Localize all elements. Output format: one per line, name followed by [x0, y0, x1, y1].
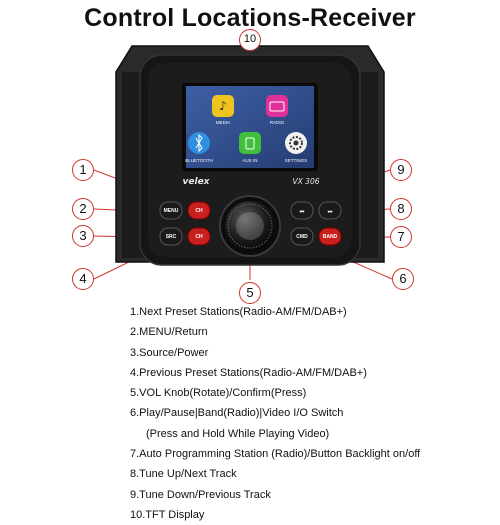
- svg-text:CH: CH: [195, 234, 203, 240]
- callout-5: 5: [239, 282, 261, 304]
- legend-item: 8.Tune Up/Next Track: [130, 468, 237, 481]
- svg-text:CH: CH: [195, 208, 203, 214]
- tile-label-settings: SETTINGS: [285, 158, 308, 163]
- radio-icon: [269, 101, 285, 112]
- callout-9: 9: [390, 159, 412, 181]
- page-title: Control Locations-Receiver: [84, 4, 416, 32]
- legend-item: 9.Tune Down/Previous Track: [130, 488, 271, 501]
- callout-2: 2: [72, 198, 94, 220]
- volume-knob[interactable]: [219, 195, 281, 257]
- svg-text:⏭: ⏭: [328, 209, 333, 215]
- screen-tile-settings: [285, 132, 307, 154]
- tile-label-media: MEDIA: [216, 120, 230, 125]
- legend-item: 4.Previous Preset Stations(Radio-AM/FM/D…: [130, 366, 367, 379]
- legend-list: 1.Next Preset Stations(Radio-AM/FM/DAB+)…: [130, 302, 490, 525]
- ch-up-button[interactable]: CH: [187, 201, 211, 220]
- model-label: VX 306: [293, 177, 320, 186]
- screen-tile-bluetooth: [188, 132, 210, 154]
- screen-tile-aux-in: [239, 132, 261, 154]
- tile-label-aux: AUX IN: [242, 158, 257, 163]
- callout-3: 3: [72, 225, 94, 247]
- screen-tile-media: ♪: [212, 95, 234, 117]
- callout-4: 4: [72, 268, 94, 290]
- legend-item-note: (Press and Hold While Playing Video): [146, 427, 330, 440]
- aux-plug-icon: [245, 137, 255, 150]
- svg-text:BAND: BAND: [323, 234, 338, 240]
- band-play-button[interactable]: BAND: [318, 227, 342, 246]
- tile-label-radio: RADIO: [270, 120, 285, 125]
- svg-text:⏮: ⏮: [300, 209, 305, 215]
- legend-item: 5.VOL Knob(Rotate)/Confirm(Press): [130, 387, 307, 400]
- menu-button[interactable]: MENU: [159, 201, 183, 220]
- tile-label-bluetooth: BLUETOOTH: [185, 158, 212, 163]
- next-track-button[interactable]: ⏭: [318, 201, 342, 220]
- cmd-button[interactable]: CMD: [290, 227, 314, 246]
- callout-6: 6: [392, 268, 414, 290]
- legend-item: 6.Play/Pause|Band(Radio)|Video I/O Switc…: [130, 407, 344, 420]
- callout-1: 1: [72, 159, 94, 181]
- bluetooth-icon: [195, 133, 203, 153]
- svg-text:MENU: MENU: [164, 208, 179, 214]
- brand-logo: velex: [183, 177, 211, 187]
- legend-item: 2.MENU/Return: [130, 326, 208, 339]
- prev-track-button[interactable]: ⏮: [290, 201, 314, 220]
- gear-icon: [289, 136, 303, 150]
- legend-item: 1.Next Preset Stations(Radio-AM/FM/DAB+): [130, 306, 347, 318]
- legend-item: 10.TFT Display: [130, 508, 205, 521]
- receiver-diagram: ♪ MEDIA RADIO BLUETOOTH AUX IN SETTINGS …: [93, 45, 393, 280]
- callout-7: 7: [390, 226, 412, 248]
- legend-item: 3.Source/Power: [130, 346, 209, 359]
- callout-8: 8: [390, 198, 412, 220]
- screen-tile-radio: [266, 95, 288, 117]
- legend-item: 7.Auto Programming Station (Radio)/Butto…: [130, 448, 421, 461]
- ch-down-button[interactable]: CH: [187, 227, 211, 246]
- svg-text:SRC: SRC: [166, 234, 177, 240]
- callout-10: 10: [239, 29, 261, 51]
- svg-text:CMD: CMD: [296, 234, 308, 240]
- src-power-button[interactable]: SRC: [159, 227, 183, 246]
- music-note-icon: ♪: [219, 99, 227, 113]
